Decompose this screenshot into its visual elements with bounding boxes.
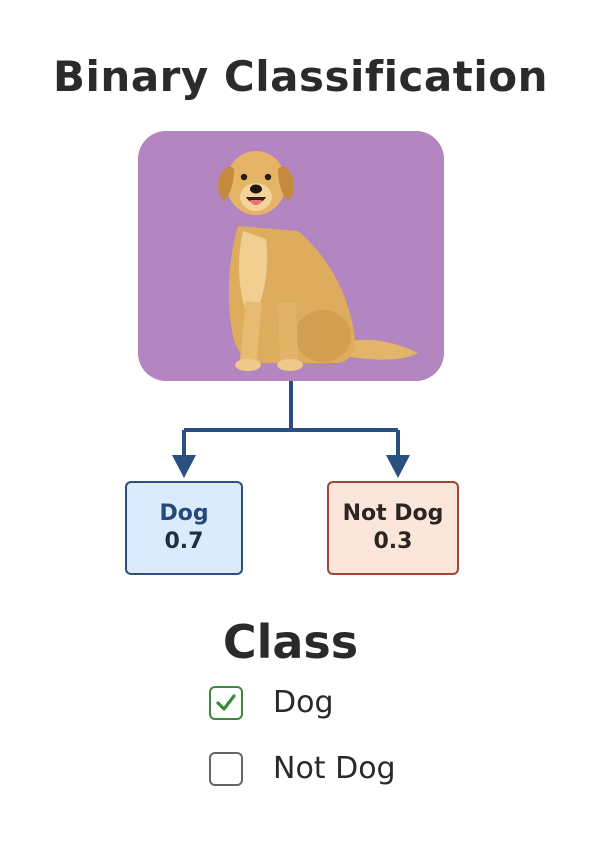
arrow-not-dog-icon [386,455,410,478]
class-option-not-dog[interactable]: Not Dog [209,751,396,786]
output-dog-probability: 0.7 [164,529,204,554]
output-not-dog-probability: 0.3 [373,529,413,554]
output-dog-label: Dog [159,501,209,526]
output-not-dog-box: Not Dog 0.3 [327,481,459,575]
output-not-dog-label: Not Dog [342,501,444,526]
diagram-title: Binary Classification [53,52,548,101]
input-image [138,131,444,381]
class-option-dog[interactable]: Dog [209,685,334,720]
class-option-not-dog-label: Not Dog [273,751,396,786]
class-option-dog-label: Dog [273,685,334,720]
dog-illustration [217,151,418,371]
checkmark-icon [216,693,236,711]
not-dog-checkbox[interactable] [209,751,243,786]
arrow-dog-icon [172,455,196,478]
output-dog-box: Dog 0.7 [125,481,243,575]
class-heading: Class [222,615,359,669]
dog-checkbox[interactable] [209,685,243,720]
